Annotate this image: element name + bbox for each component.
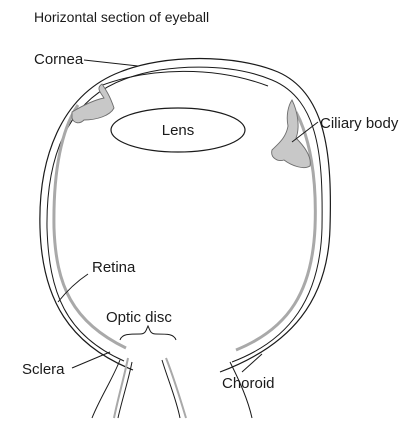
optic-disc-label: Optic disc bbox=[106, 309, 172, 326]
sclera-label: Sclera bbox=[22, 361, 65, 378]
sclera-leader bbox=[72, 352, 110, 368]
diagram-title: Horizontal section of eyeball bbox=[34, 9, 209, 25]
ciliary-body-label: Ciliary body bbox=[320, 115, 399, 132]
lens-label: Lens bbox=[162, 122, 195, 139]
retina-label: Retina bbox=[92, 259, 136, 276]
cornea-leader bbox=[84, 60, 138, 66]
cornea-inner-line bbox=[100, 71, 268, 86]
optic-disc-brace bbox=[120, 326, 176, 340]
optic-nerve-right-band bbox=[166, 358, 186, 418]
ciliary-body-left bbox=[72, 84, 114, 123]
choroid-label: Choroid bbox=[222, 375, 275, 392]
cornea-label: Cornea bbox=[34, 51, 84, 68]
